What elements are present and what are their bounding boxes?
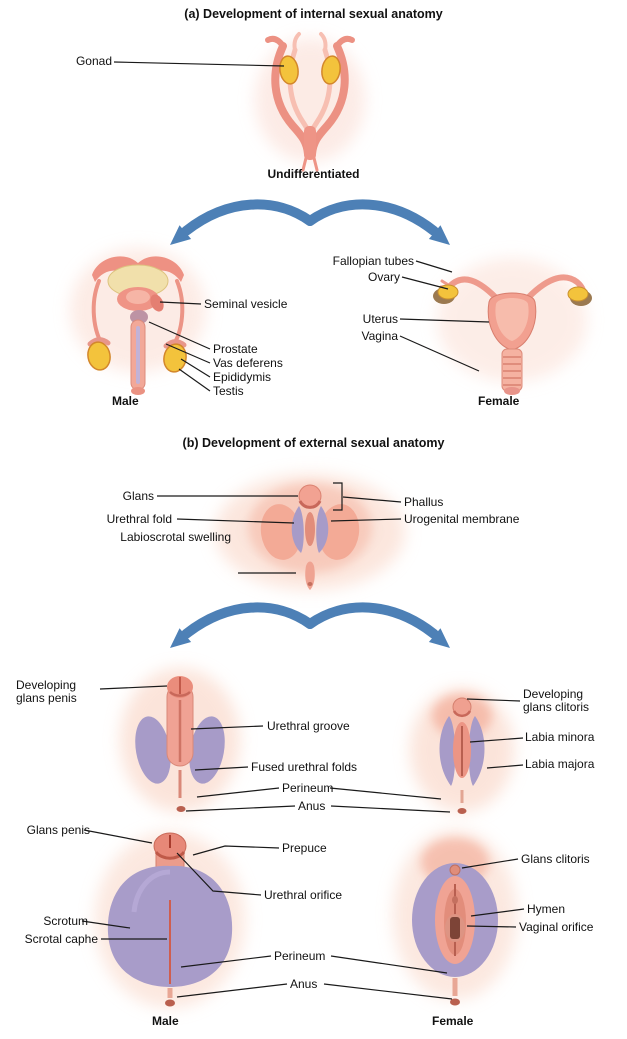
divergence-arrow-internal	[170, 199, 450, 245]
label-fallopian-tubes: Fallopian tubes	[332, 254, 414, 268]
seven-week-male-illustration	[120, 668, 240, 812]
label-urethral-groove: Urethral groove	[267, 719, 350, 733]
label-developing-glans-clitoris: Developing glans clitoris	[523, 687, 590, 714]
label-labia-majora: Labia majora	[525, 757, 595, 771]
caption-undifferentiated: Undifferentiated	[267, 167, 360, 181]
newborn-male-illustration	[95, 832, 245, 1008]
label-urogenital-membrane: Urogenital membrane	[404, 512, 520, 526]
label-glans: Glans	[122, 489, 154, 503]
label-urethral-fold: Urethral fold	[106, 512, 172, 526]
label-anus-mid: Anus	[298, 799, 326, 813]
caption-female-internal: Female	[478, 394, 520, 408]
label-gonad: Gonad	[75, 54, 112, 68]
label-perineum-final: Perineum	[274, 949, 326, 963]
label-scrotum: Scrotum	[43, 914, 88, 928]
divergence-arrow-external	[170, 602, 450, 648]
label-seminal-vesicle: Seminal vesicle	[204, 297, 288, 311]
label-urethral-orifice: Urethral orifice	[264, 888, 343, 902]
section-a-title: (a) Development of internal sexual anato…	[184, 7, 443, 21]
label-glans-clitoris: Glans clitoris	[521, 852, 590, 866]
label-labioscrotal-swelling: Labioscrotal swelling	[120, 530, 231, 544]
label-ovary: Ovary	[367, 270, 400, 284]
female-internal-illustration	[433, 258, 592, 395]
label-developing-glans-penis: Developing glans penis	[16, 678, 77, 705]
label-glans-penis: Glans penis	[26, 823, 90, 837]
label-prostate: Prostate	[213, 342, 258, 356]
label-uterus: Uterus	[362, 312, 398, 326]
caption-female-external: Female	[432, 1014, 474, 1028]
label-perineum-mid: Perineum	[282, 781, 334, 795]
label-vas-deferens: Vas deferens	[213, 356, 283, 370]
label-fused-urethral-folds: Fused urethral folds	[251, 760, 358, 774]
leader-lines	[81, 61, 525, 1000]
label-vagina: Vagina	[361, 329, 398, 343]
caption-male-external: Male	[152, 1014, 179, 1028]
label-epididymis: Epididymis	[213, 370, 272, 384]
section-b-title: (b) Development of external sexual anato…	[182, 436, 445, 450]
label-labia-minora: Labia minora	[525, 730, 595, 744]
caption-male-internal: Male	[112, 394, 139, 408]
label-prepuce: Prepuce	[282, 841, 327, 855]
label-vaginal-orifice: Vaginal orifice	[519, 920, 594, 934]
newborn-female-illustration	[393, 830, 517, 1006]
label-hymen: Hymen	[527, 902, 566, 916]
label-phallus: Phallus	[404, 495, 444, 509]
undifferentiated-internal-illustration	[255, 32, 365, 172]
undifferentiated-external-illustration	[215, 474, 405, 590]
label-testis: Testis	[213, 384, 244, 398]
label-anus-final: Anus	[290, 977, 318, 991]
label-scrotal-caphe: Scrotal caphe	[24, 932, 98, 946]
seven-week-female-illustration	[410, 688, 514, 814]
male-internal-illustration	[70, 248, 206, 395]
